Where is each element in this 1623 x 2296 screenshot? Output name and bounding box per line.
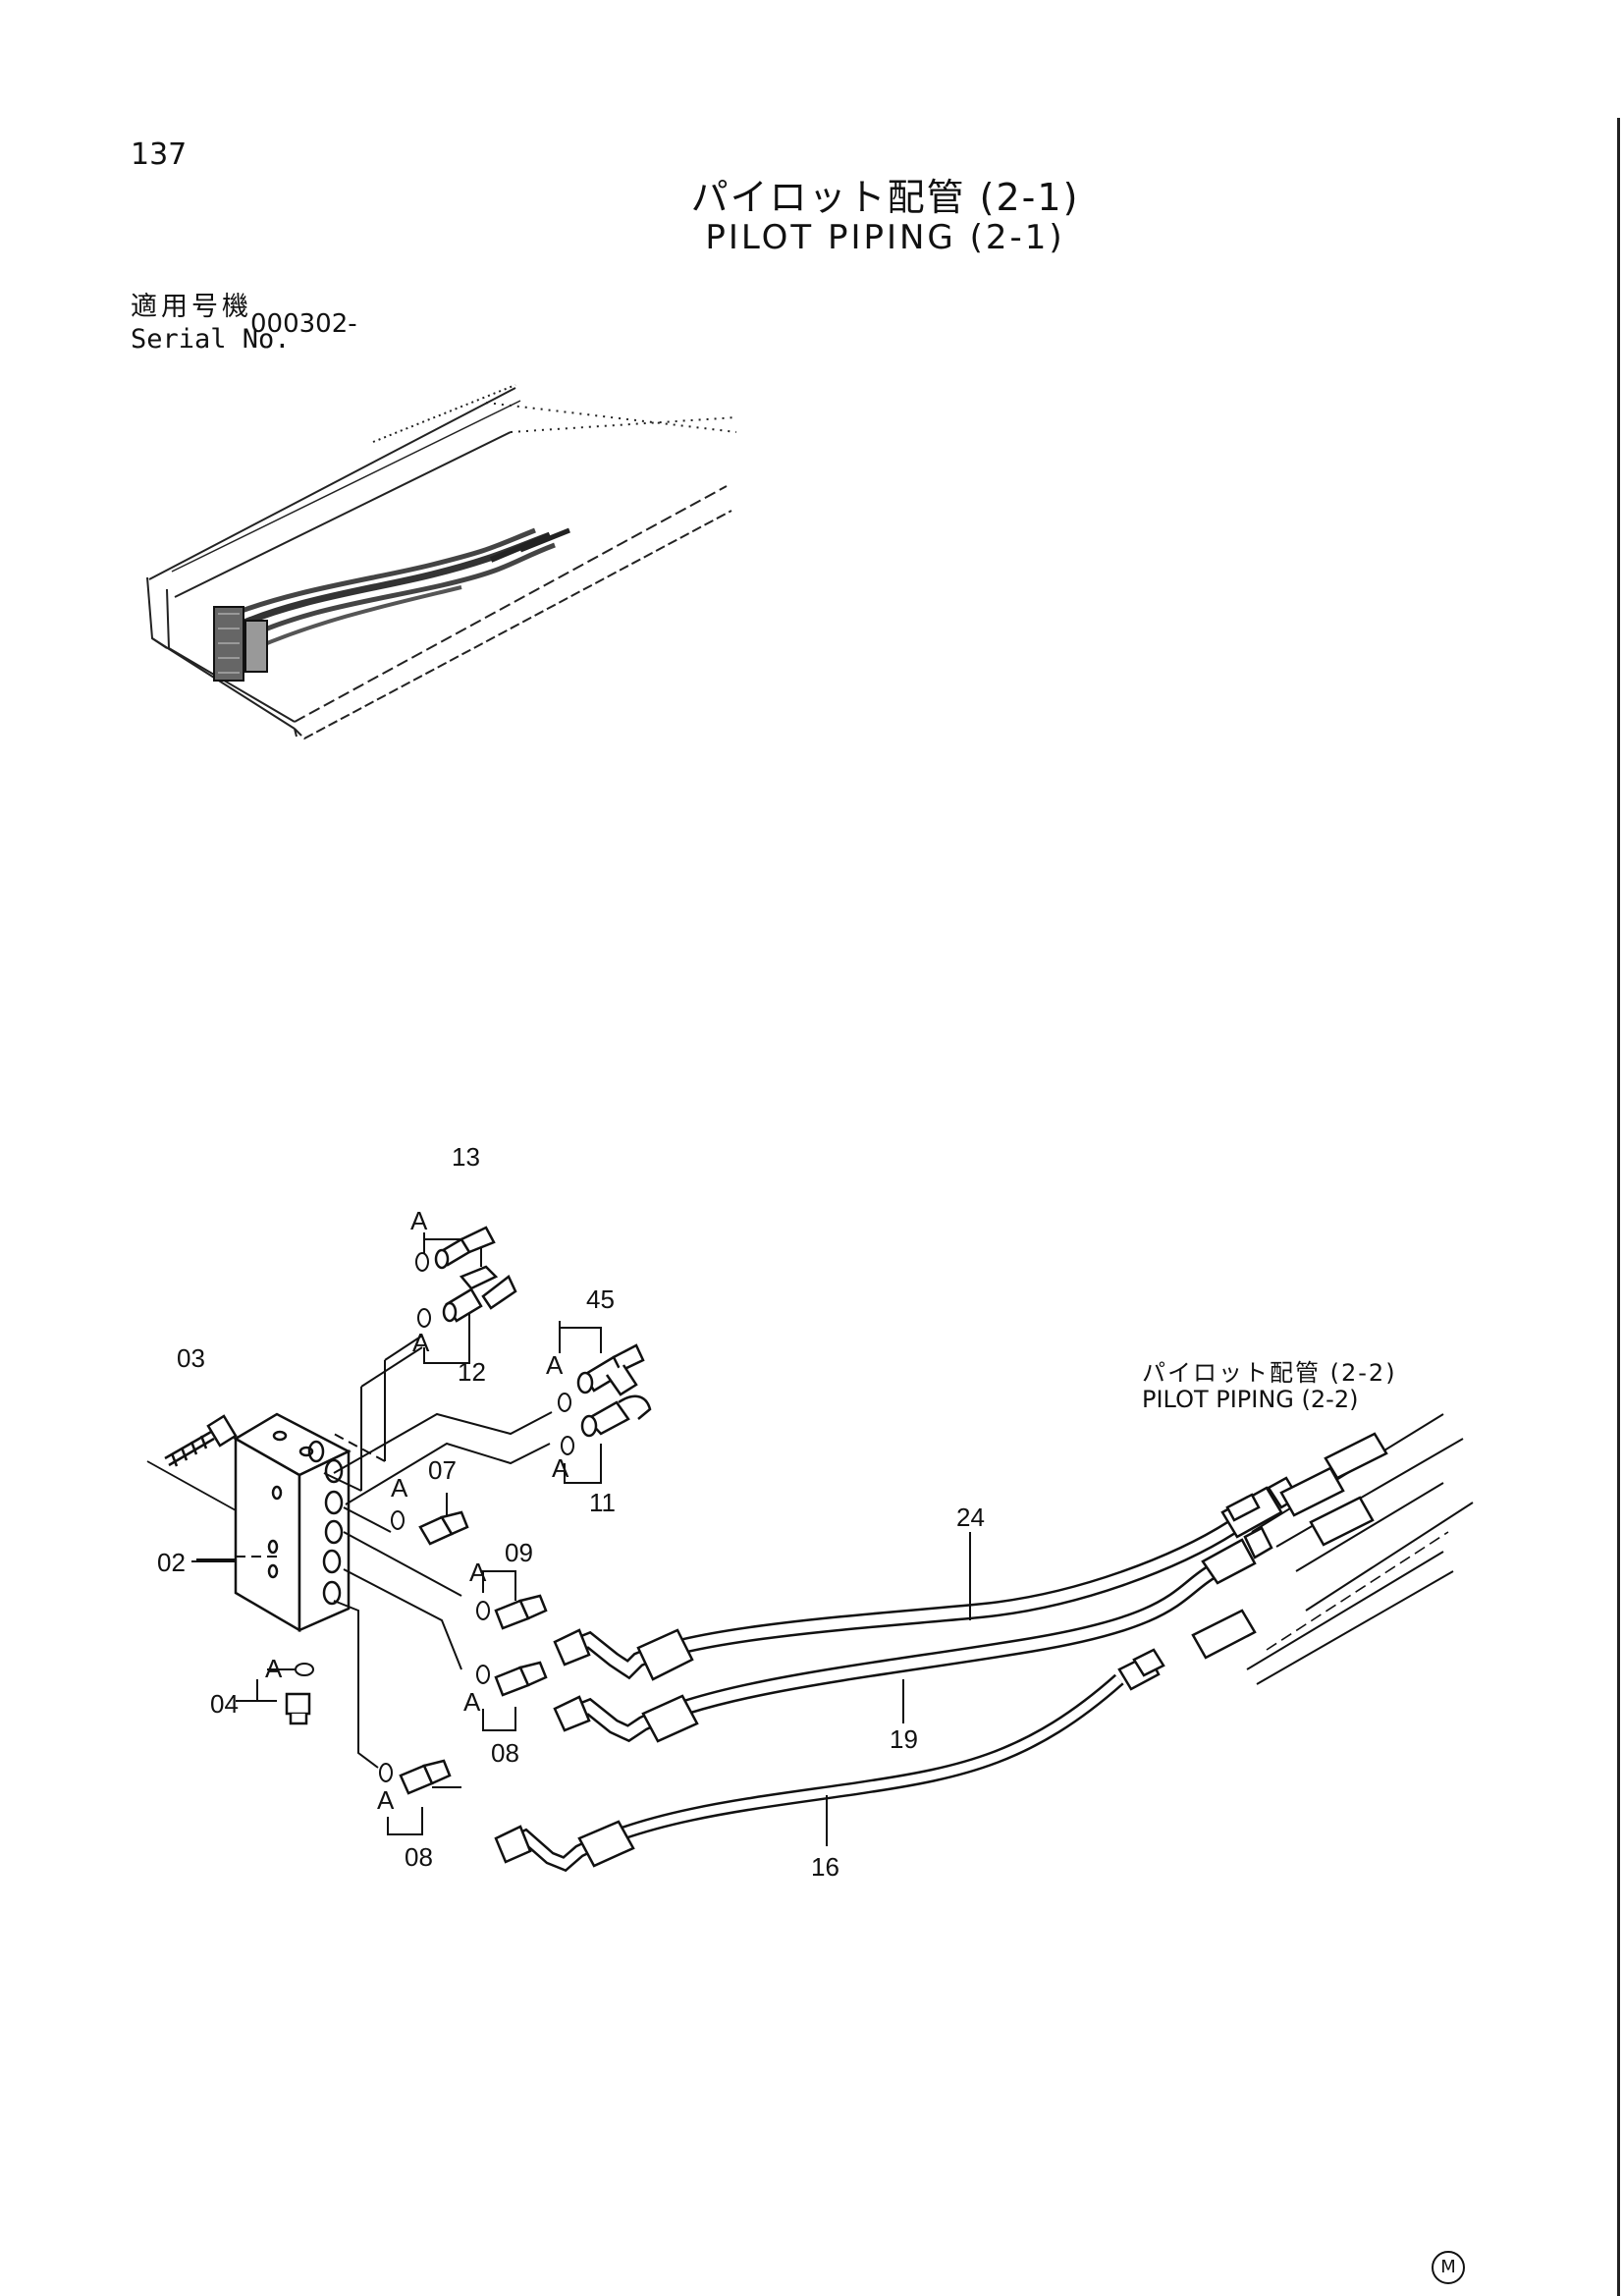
a-label: A — [412, 1328, 430, 1357]
a-label: A — [546, 1350, 564, 1380]
callout-11: 11 — [589, 1488, 616, 1517]
continuation-title-jp: パイロット配管 (2-2) — [1142, 1359, 1397, 1387]
page-number: 137 — [131, 137, 188, 172]
leader-lines — [191, 1232, 602, 1835]
callout-08-lower: 08 — [405, 1842, 433, 1872]
o-rings — [295, 1252, 574, 1782]
page-edge-line — [1617, 118, 1620, 2296]
callout-19: 19 — [890, 1724, 918, 1754]
callout-08-upper: 08 — [491, 1738, 519, 1768]
bolt-03 — [146, 1414, 238, 1511]
page-title-en: PILOT PIPING (2-1) — [705, 218, 1065, 257]
a-label: A — [265, 1654, 283, 1683]
serial-label-jp: 適用号機 — [131, 292, 252, 322]
page-title-jp: パイロット配管 (2-1) — [690, 176, 1080, 219]
a-label: A — [463, 1687, 481, 1717]
a-label: A — [377, 1785, 395, 1815]
callout-45: 45 — [586, 1285, 615, 1314]
valve-block — [233, 1412, 352, 1633]
callout-03: 03 — [177, 1343, 205, 1373]
manufacturer-mark: M — [1432, 2251, 1465, 2284]
fittings — [285, 1226, 652, 1795]
hose-callout-leaders — [826, 1532, 971, 1846]
overview-illustration — [146, 384, 737, 740]
callout-04: 04 — [210, 1689, 239, 1719]
a-label: A — [469, 1558, 487, 1587]
callout-13: 13 — [452, 1142, 480, 1172]
serial-value: 000302- — [250, 309, 357, 339]
a-label: A — [410, 1206, 428, 1235]
serial-label-en: Serial No. — [131, 324, 291, 355]
a-label: A — [391, 1473, 408, 1503]
a-label: A — [552, 1453, 569, 1483]
hose-end-fittings — [494, 1432, 1388, 1868]
continuation-title-en: PILOT PIPING (2-2) — [1142, 1386, 1359, 1413]
callout-24: 24 — [956, 1503, 985, 1532]
callout-02: 02 — [157, 1548, 186, 1577]
callout-07: 07 — [428, 1455, 457, 1485]
callout-09: 09 — [505, 1538, 533, 1567]
callout-16: 16 — [811, 1852, 839, 1882]
callout-12: 12 — [458, 1357, 486, 1387]
